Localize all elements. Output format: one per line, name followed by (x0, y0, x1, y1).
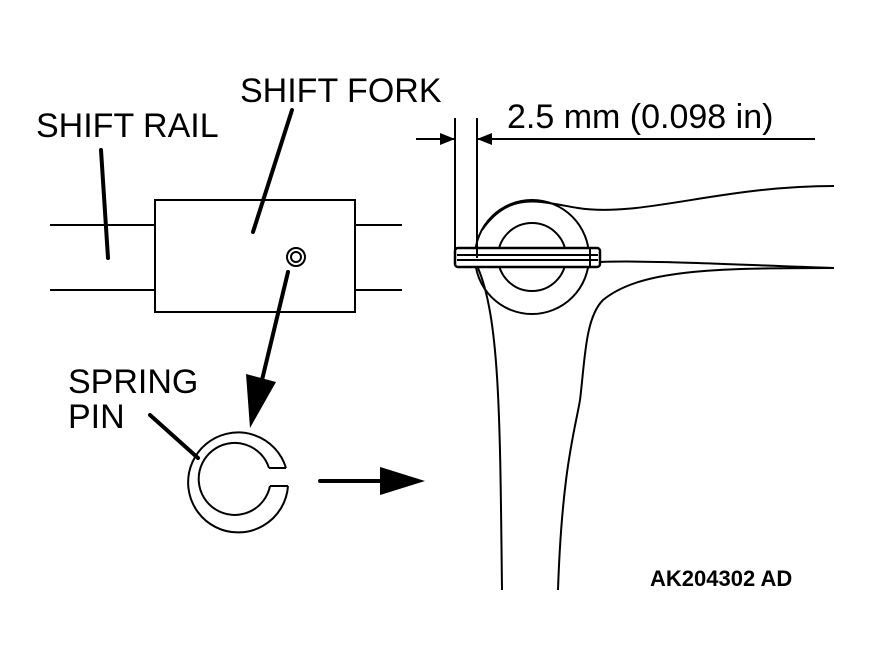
shift-rail-assembly (50, 199, 402, 313)
fork-closeup (453, 185, 835, 591)
shift-rail-label: SHIFT RAIL (36, 107, 219, 145)
spring-pin-c-shape (187, 431, 289, 534)
figure-code: AK204302 AD (650, 566, 792, 591)
dimension-label: 2.5 mm (0.098 in) (507, 98, 773, 136)
shift-fork-label: SHIFT FORK (240, 72, 442, 110)
shift-rail-leader (99, 148, 110, 260)
pin-protrusion-dimension (416, 118, 815, 258)
shift-fork-block (154, 199, 356, 313)
spring-pin-label-line1: SPRING (68, 363, 198, 401)
hole-to-pin-arrow (246, 270, 290, 428)
spring-pin-label-line2: PIN (68, 398, 125, 436)
shift-fork-leader (251, 108, 294, 234)
spring-pin-leader (148, 413, 200, 460)
spring-pin-hole (286, 247, 306, 267)
insert-direction-arrow (318, 467, 425, 495)
